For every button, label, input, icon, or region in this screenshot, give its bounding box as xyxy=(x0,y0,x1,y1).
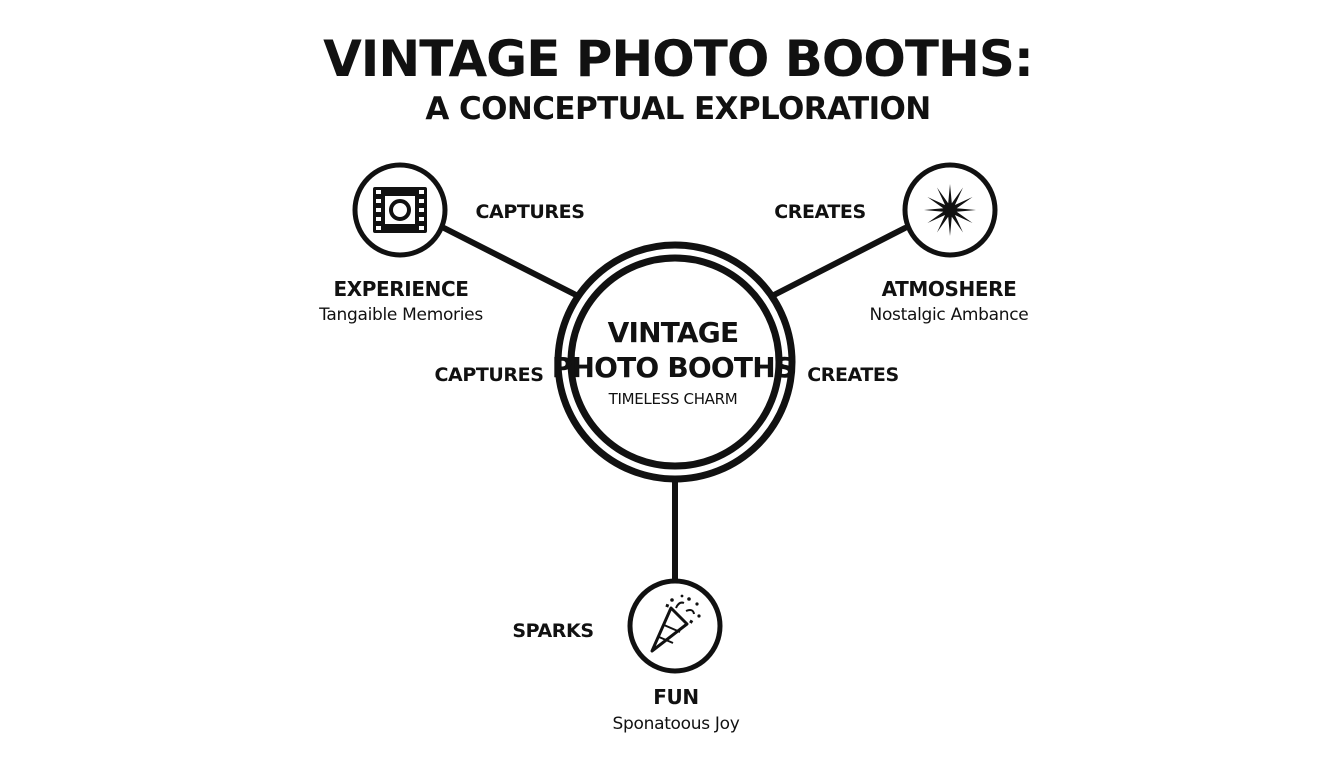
atmosphere-title: ATMOSHERE xyxy=(882,277,1017,301)
fun-title: FUN xyxy=(653,685,698,709)
experience-title: EXPERIENCE xyxy=(334,277,469,301)
diagram-title: VINTAGE PHOTO BOOTHS: xyxy=(323,30,1033,88)
edge-label-captures-inner: CAPTURES xyxy=(434,364,543,386)
fun-subtitle: Sponatoous Joy xyxy=(613,714,740,734)
edge-label-sparks: SPARKS xyxy=(512,620,593,642)
node-fun: FUN Sponatoous Joy xyxy=(613,578,740,734)
diagram-subtitle: A CONCEPTUAL EXPLORATION xyxy=(425,91,930,127)
atmosphere-subtitle: Nostalgic Ambance xyxy=(870,305,1029,325)
center-inner-ring xyxy=(567,254,783,470)
film-camera-icon xyxy=(373,187,427,233)
edge-label-creates-inner: CREATES xyxy=(807,364,899,386)
center-title-line1: VINTAGE xyxy=(608,316,739,349)
center-subtitle: TIMELESS CHARM xyxy=(608,390,738,408)
center-title-line2: PHOTO BOOTHS xyxy=(552,351,794,384)
connector-experience xyxy=(441,225,581,299)
edge-label-captures-outer: CAPTURES xyxy=(475,201,584,223)
node-atmosphere: ATMOSHERE Nostalgic Ambance xyxy=(870,162,1029,325)
connector-atmosphere xyxy=(769,225,908,299)
node-experience: EXPERIENCE Tangaible Memories xyxy=(318,162,484,325)
party-popper-icon xyxy=(650,594,701,653)
center-node: VINTAGE PHOTO BOOTHS TIMELESS CHARM xyxy=(552,241,796,483)
experience-subtitle: Tangaible Memories xyxy=(318,305,483,325)
edge-label-creates-outer: CREATES xyxy=(774,201,866,223)
starburst-icon xyxy=(924,184,976,236)
